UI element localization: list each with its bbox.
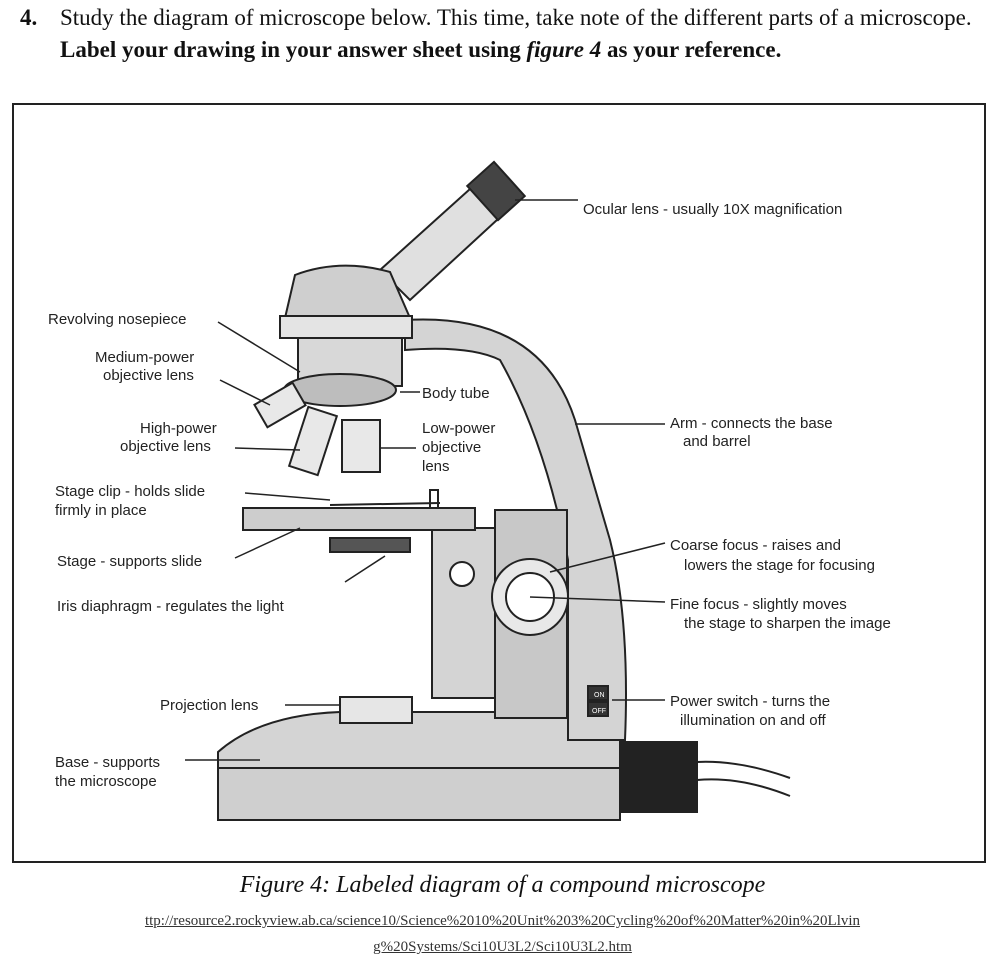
switch-off-text: OFF: [592, 708, 606, 715]
label-fine-2: the stage to sharpen the image: [684, 615, 891, 632]
label-iris: Iris diaphragm - regulates the light: [57, 598, 285, 615]
power-cord: [696, 760, 791, 779]
label-medium-1: Medium-power: [95, 349, 194, 366]
leader-fine: [529, 596, 666, 603]
label-clip-2: firmly in place: [55, 502, 147, 519]
ocular-lens: [465, 160, 527, 222]
source-url-line-2: g%20Systems/Sci10U3L2/Sci10U3L2.htm: [373, 939, 632, 955]
label-low-1: Low-power: [422, 420, 495, 437]
label-clip-1: Stage clip - holds slide: [55, 483, 205, 500]
high-objective: [287, 405, 339, 477]
source-url[interactable]: ttp://resource2.rockyview.ab.ca/science1…: [0, 908, 1005, 960]
arm: [404, 318, 627, 741]
question-instruction-end: as your reference.: [606, 37, 782, 62]
stage-clip-bar: [329, 502, 441, 506]
label-power-2: illumination on and off: [680, 712, 826, 729]
question: 4. Study the diagram of microscope below…: [20, 2, 1000, 66]
figure-reference: figure 4: [526, 37, 602, 62]
label-projection: Projection lens: [160, 697, 258, 714]
leader-coarse: [549, 542, 666, 573]
switch-on-text: ON: [594, 692, 605, 699]
label-power-1: Power switch - turns the: [670, 693, 830, 710]
figure-caption: Figure 4: Labeled diagram of a compound …: [239, 872, 766, 898]
power-cord-2: [696, 778, 791, 797]
question-number: 4.: [20, 5, 38, 30]
label-ocular: Ocular lens - usually 10X magnification: [583, 201, 842, 218]
iris-diaphragm: [329, 537, 411, 553]
label-coarse-1: Coarse focus - raises and: [670, 537, 841, 554]
leader-nosepiece: [217, 321, 301, 373]
body-tube: [279, 315, 413, 339]
leader-stage: [234, 527, 301, 559]
leader-clip: [244, 492, 331, 501]
power-block: [621, 741, 698, 813]
question-instruction: Label your drawing in your answer sheet …: [60, 37, 521, 62]
stage: [242, 507, 476, 531]
label-arm-2: and barrel: [683, 433, 751, 450]
stage-clip: [429, 489, 439, 509]
switch-off: [587, 701, 609, 717]
label-arm-1: Arm - connects the base: [670, 415, 833, 432]
leader-medium: [219, 379, 271, 406]
label-low-3: lens: [422, 458, 450, 475]
medium-objective: [253, 381, 307, 429]
label-stage: Stage - supports slide: [57, 553, 202, 570]
base-bottom: [217, 767, 621, 821]
label-base-2: the microscope: [55, 773, 157, 790]
label-fine-1: Fine focus - slightly moves: [670, 596, 847, 613]
head: [283, 264, 412, 319]
label-base-1: Base - supports: [55, 754, 160, 771]
projection-lens: [339, 696, 413, 724]
label-coarse-2: lowers the stage for focusing: [684, 557, 875, 574]
switch-on: [587, 685, 609, 701]
label-body-tube: Body tube: [422, 385, 490, 402]
low-objective: [341, 419, 381, 473]
label-high-2: objective lens: [120, 438, 211, 455]
label-medium-2: objective lens: [103, 367, 194, 384]
small-knob: [449, 561, 475, 587]
label-low-2: objective: [422, 439, 481, 456]
leader-iris: [344, 555, 386, 583]
source-url-line-1: ttp://resource2.rockyview.ab.ca/science1…: [144, 913, 861, 929]
label-nosepiece: Revolving nosepiece: [48, 311, 186, 328]
label-high-1: High-power: [140, 420, 217, 437]
question-text: Study the diagram of microscope below. T…: [60, 5, 972, 30]
leader-high: [234, 447, 301, 451]
